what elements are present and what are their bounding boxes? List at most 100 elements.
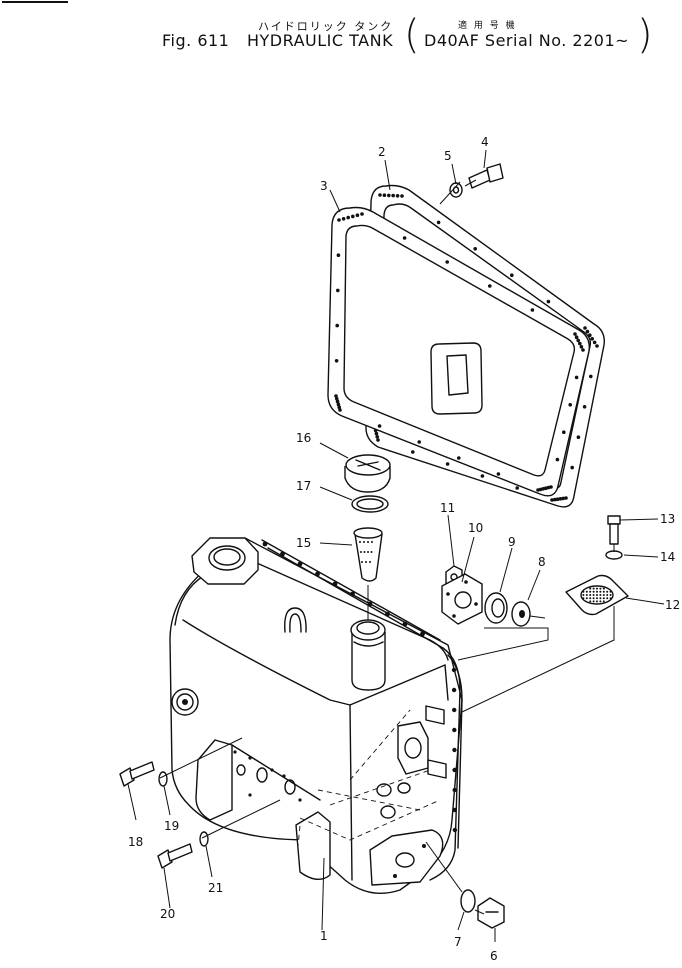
bolt-hole: [436, 220, 441, 225]
bolt-hole: [452, 727, 457, 733]
bolt-hole: [588, 333, 592, 338]
mesh-dot: [596, 587, 598, 590]
mesh-dot: [602, 587, 605, 590]
mesh-dot: [589, 600, 592, 603]
assembly-lines: [159, 179, 615, 915]
mesh-dot: [596, 594, 598, 596]
filler-cap: [344, 454, 391, 493]
bolt-hole: [335, 323, 340, 328]
callout-5: 5: [444, 149, 452, 163]
mesh-dot: [599, 600, 602, 603]
bolt-hole: [280, 551, 285, 557]
bolt-hole: [334, 359, 339, 363]
bolt-hole: [355, 213, 360, 217]
side-bolt-upper: [119, 761, 155, 787]
bolt-hole: [452, 787, 457, 793]
bolt-hole: [581, 348, 585, 352]
bolt-hole: [338, 408, 342, 412]
mesh-dot: [596, 590, 598, 593]
bolt-hole: [592, 340, 597, 345]
bolt-hole: [570, 465, 574, 470]
callout-6: 6: [490, 949, 498, 963]
bolt-hole: [510, 273, 514, 278]
bolt-hole: [369, 561, 371, 563]
bolt-hole: [367, 551, 369, 553]
bolt-hole: [452, 707, 457, 713]
bolt-hole: [480, 474, 485, 478]
bolt-hole: [555, 457, 560, 462]
mesh-dot: [596, 600, 598, 603]
bolt-hole: [411, 450, 415, 454]
bolt-hole: [335, 397, 339, 401]
mesh-dot: [585, 594, 588, 596]
bolt-hole: [488, 284, 492, 288]
side-washer-lower: [199, 831, 209, 847]
model-serial: D40AF Serial No. 2201~: [424, 31, 630, 50]
mesh-dot: [606, 594, 609, 596]
bolt-hole: [402, 621, 408, 627]
bolt-hole: [550, 498, 554, 502]
bolt-hole: [332, 581, 338, 587]
flange-plate: [441, 573, 483, 625]
mesh-dot: [606, 590, 609, 593]
mesh-dot: [585, 590, 588, 593]
bolt-hole: [361, 561, 363, 563]
bolt-hole: [360, 551, 362, 553]
callout-21: 21: [208, 881, 223, 895]
callout-3: 3: [320, 179, 328, 193]
bolt-hole: [346, 215, 351, 220]
callout-8: 8: [538, 555, 546, 569]
callout-labels: 1 2 3 4 5 6 7 8 9 10 11 12 13 14 15 16 1…: [128, 135, 680, 963]
washer: [511, 601, 531, 627]
mesh-dot: [599, 597, 602, 600]
mesh-dot: [602, 600, 605, 603]
figure-label: Fig. 611: [162, 31, 230, 50]
bolt-hole: [578, 341, 582, 346]
bolt-hole: [335, 399, 340, 404]
callout-14: 14: [660, 550, 675, 564]
bolt-hole: [546, 299, 551, 304]
filler-seal-ring: [351, 495, 389, 513]
breather-bolt: [607, 515, 621, 545]
bolt-hole: [385, 611, 390, 617]
bolt-hole: [451, 667, 457, 673]
bolt-hole: [360, 212, 364, 216]
bolt-hole: [371, 541, 373, 543]
bolt-hole: [573, 332, 577, 336]
bolt-hole: [553, 497, 557, 502]
bolt-hole: [350, 591, 355, 597]
bolt-hole: [337, 405, 342, 410]
bolt-hole: [336, 288, 340, 293]
bolt-hole: [341, 217, 346, 221]
callout-15: 15: [296, 536, 311, 550]
bolt-hole: [374, 431, 379, 436]
mesh-dot: [585, 597, 588, 600]
paren-close: ): [637, 12, 653, 58]
bolt-hole: [536, 488, 540, 492]
bolt-hole: [359, 541, 361, 543]
drain-o-ring: [460, 889, 476, 913]
callout-18: 18: [128, 835, 143, 849]
bolt-hole: [297, 561, 303, 567]
bolt-hole: [457, 456, 461, 460]
mesh-dot: [596, 597, 598, 600]
mesh-dot: [609, 590, 612, 593]
bolt-hole: [452, 807, 457, 813]
mesh-dot: [609, 597, 612, 600]
callout-11: 11: [440, 501, 455, 515]
mesh-dot: [592, 590, 595, 593]
bolt-hole: [402, 236, 407, 240]
bolt-hole: [452, 767, 457, 773]
bolt-hole: [452, 827, 458, 833]
mesh-dot: [602, 590, 605, 593]
bolt-hole: [515, 486, 519, 490]
mesh-dot: [582, 597, 585, 600]
bolt-hole: [555, 497, 560, 502]
bolt-hole: [568, 403, 572, 407]
callout-2: 2: [378, 145, 386, 159]
bolt-hole: [445, 260, 450, 264]
bolt-hole: [590, 337, 594, 341]
bolt-hole: [400, 194, 404, 198]
callout-7: 7: [454, 935, 462, 949]
bolt-hole: [595, 344, 599, 348]
